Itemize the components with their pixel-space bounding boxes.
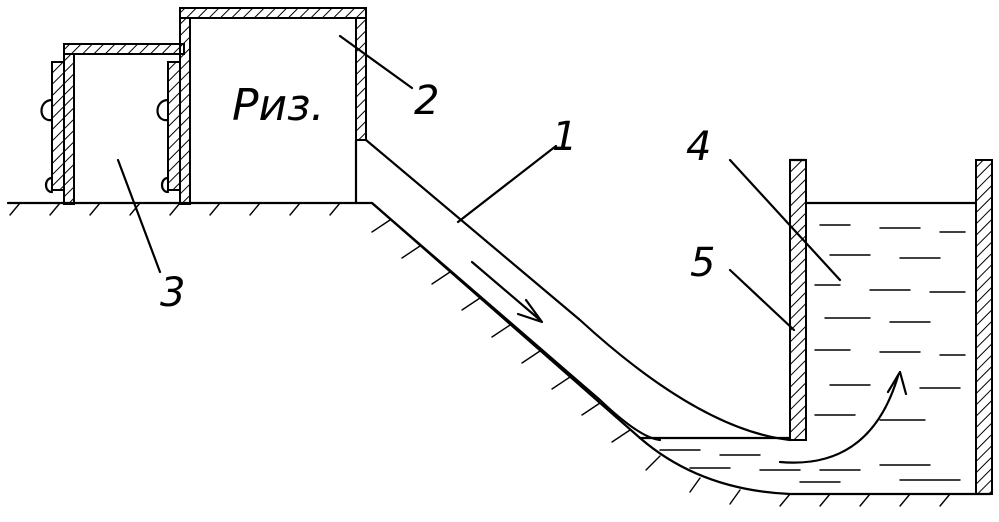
label-2: 2 [414, 78, 439, 124]
label-3: 3 [160, 270, 185, 316]
label-1: 1 [552, 114, 577, 160]
label-5: 5 [690, 240, 715, 286]
ground [8, 203, 990, 506]
label-4: 4 [686, 124, 711, 170]
basin-4 [640, 160, 992, 494]
pressure-label: Риз. [232, 80, 325, 131]
leader-lines [118, 36, 840, 330]
pipe-1 [366, 140, 790, 440]
